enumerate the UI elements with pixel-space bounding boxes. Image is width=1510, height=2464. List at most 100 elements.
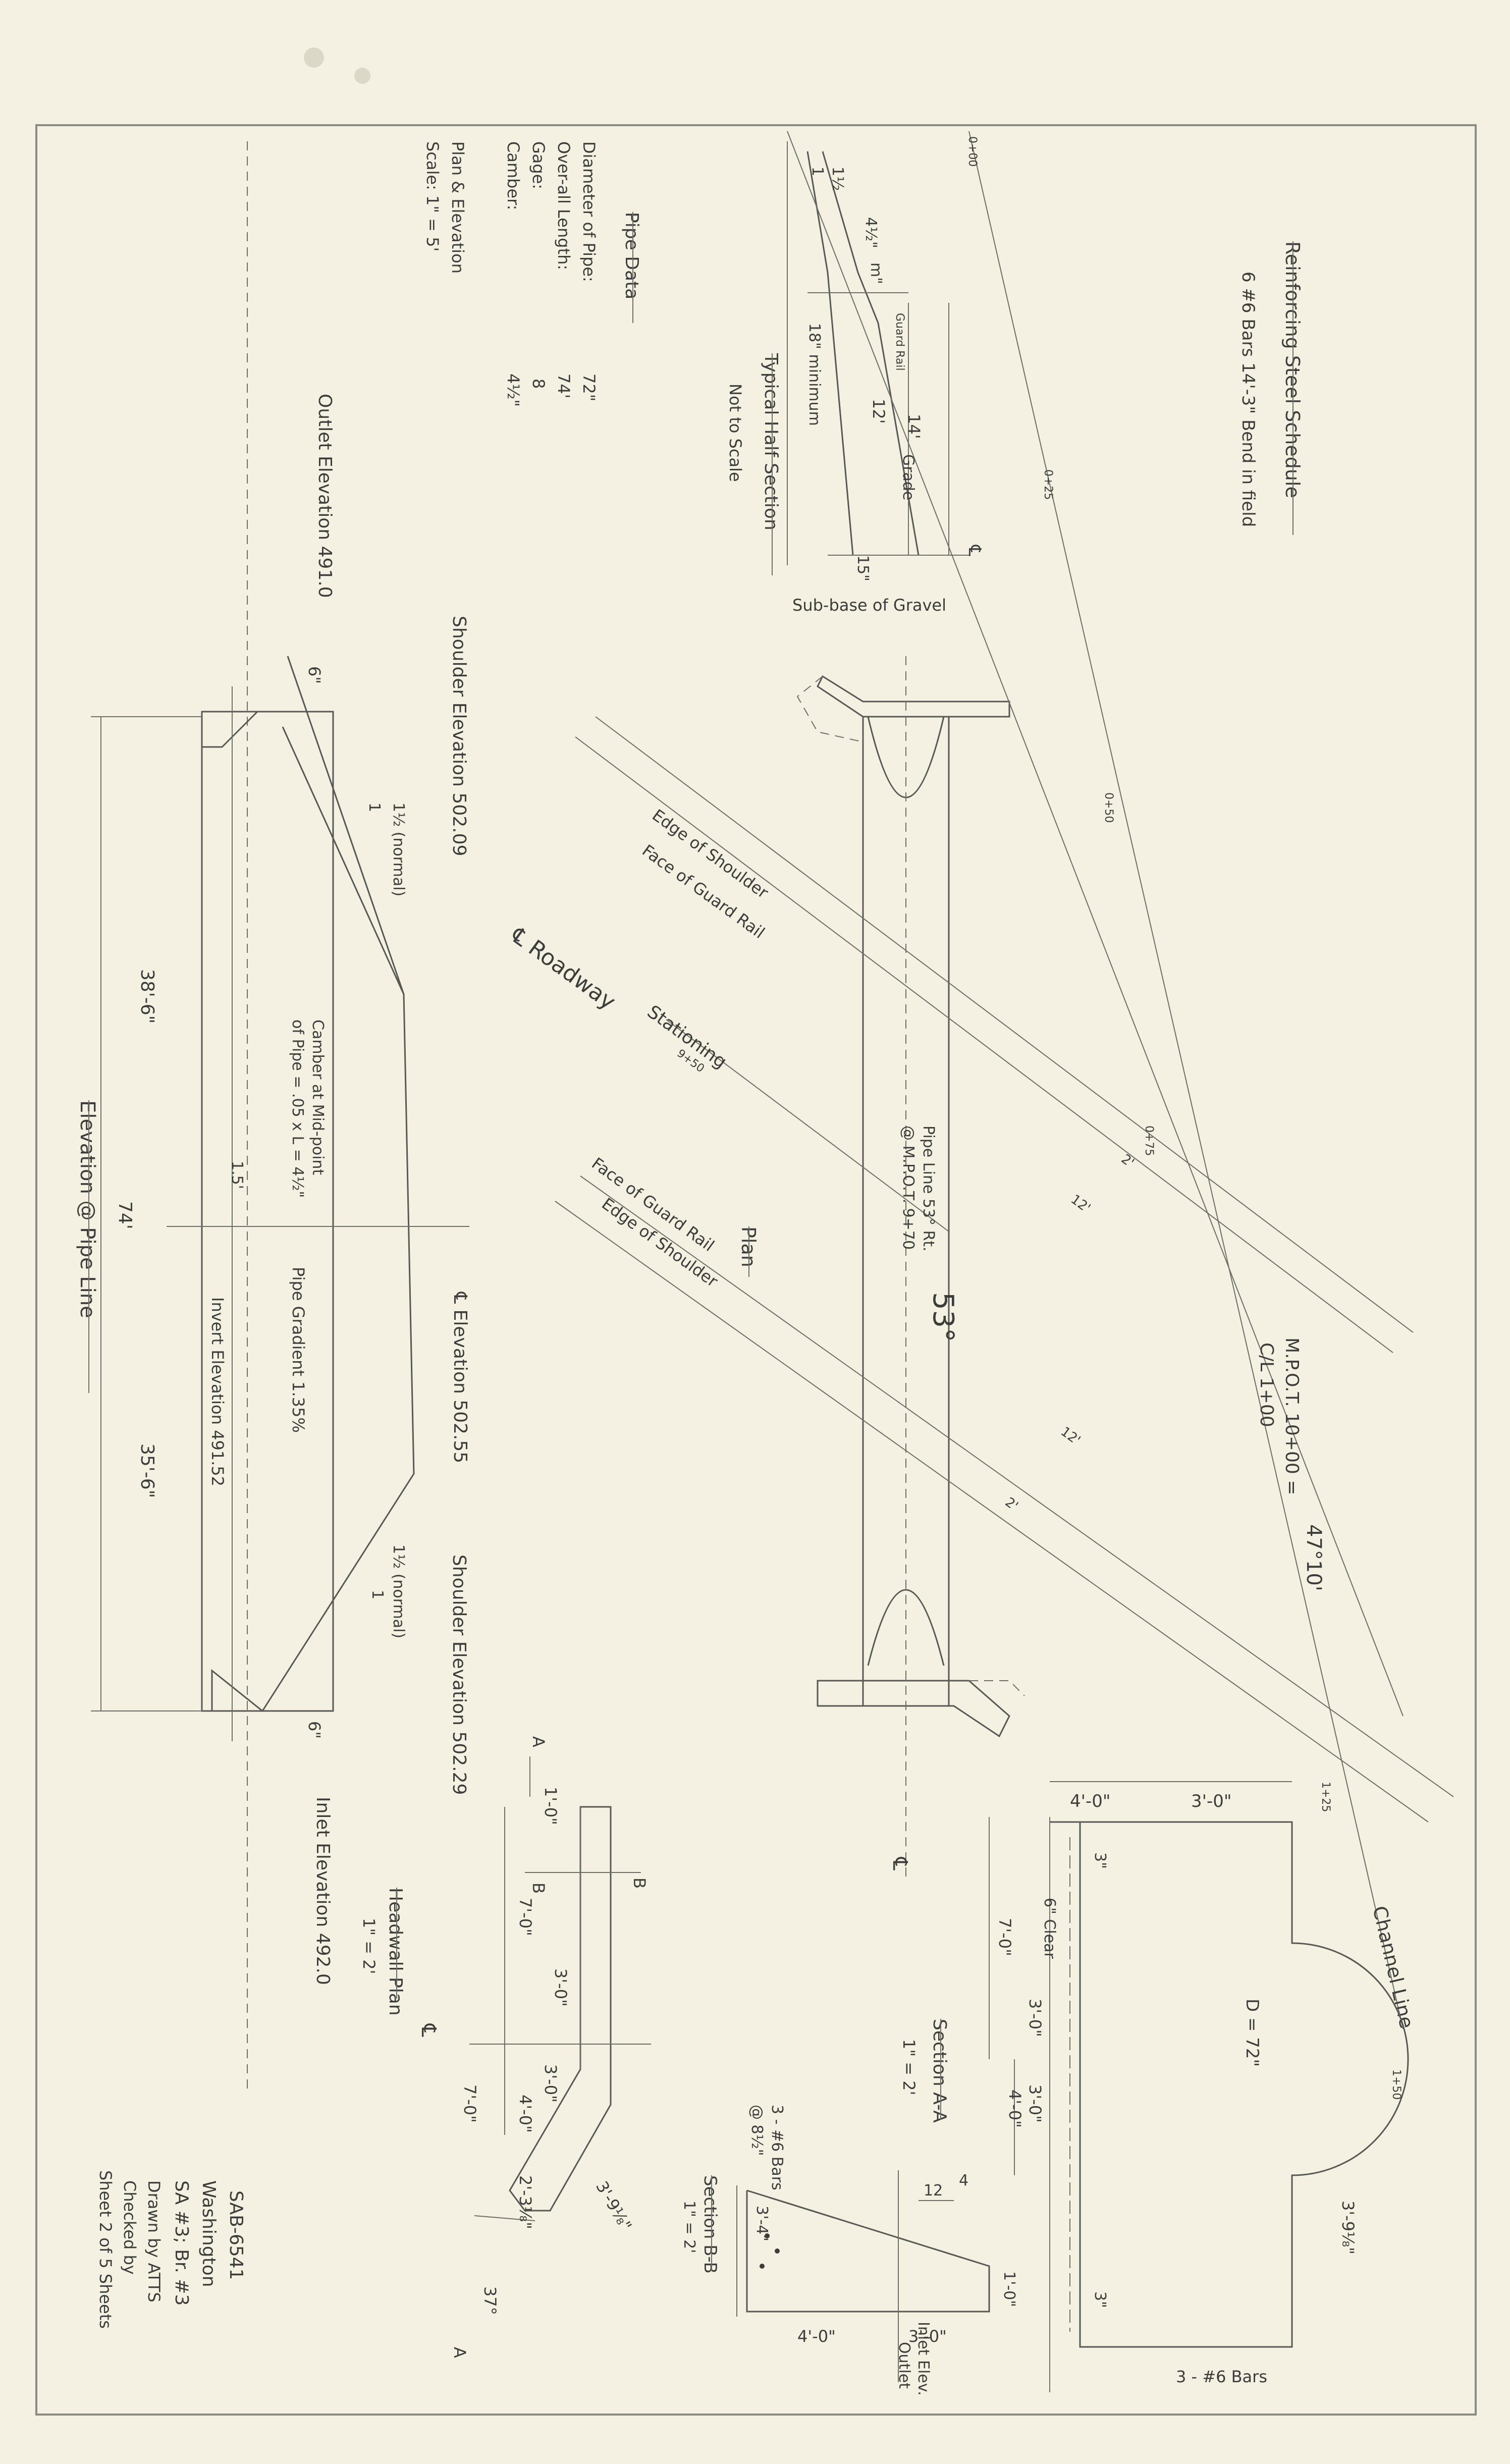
- pipe-inlet-end: [867, 1589, 945, 1666]
- length-value: 74': [554, 373, 573, 399]
- gage-label: Gage:: [529, 141, 548, 189]
- outlet-label: Outlet: [895, 2342, 913, 2389]
- dim-3-9-aa: 3'-9⅛": [1338, 2201, 1358, 2255]
- invert-elevation-label: Invert Elevation 491.52: [208, 1297, 227, 1486]
- sta-000-label: 0+00: [966, 136, 979, 167]
- typical-half-section: Typical Half Section Not to Scale 4½" 1 …: [726, 141, 985, 615]
- dim-3-0-a: 3'-0": [551, 1968, 570, 2007]
- dim-4-0-aa-vertical: 4'-0": [1005, 2090, 1024, 2128]
- length-label: Over-all Length:: [554, 141, 573, 270]
- dim-3-4: 3'-4": [753, 2206, 771, 2241]
- section-bb: 3 - #6 Bars @ 8½" 3'-4" 1'-0" 4'-0" 3'-0…: [680, 2105, 1018, 2396]
- guard-rail-slope: [822, 151, 920, 556]
- section-bb-scale: 1" = 2': [680, 2201, 698, 2253]
- camber-value: 4½": [504, 373, 523, 407]
- fill-slope: [806, 151, 854, 556]
- guard-rail-label: Guard Rail: [893, 313, 906, 371]
- dim-18-minimum: 18" minimum: [805, 323, 823, 426]
- plan-view: ℄ Edge of Shoulder Face of Guard Rail ℄ …: [506, 131, 1454, 2100]
- route-label: SA #3; Br. #3: [171, 2180, 192, 2306]
- diameter-label: D = 72": [1242, 1999, 1262, 2067]
- dim-6a: 6": [305, 666, 324, 684]
- sta-150-label: 1+50: [1390, 2069, 1403, 2100]
- dim-m: m": [867, 262, 885, 284]
- dim-1-0-bb: 1'-0": [1000, 2271, 1018, 2307]
- dim-38-6: 38'-6": [137, 969, 157, 1024]
- sheet-border: [35, 124, 1477, 2416]
- dim-2b: 2': [1002, 1494, 1021, 1514]
- dim-7-0-horizontal: 7'-0": [460, 2084, 479, 2123]
- dim-12b: 12': [1058, 1424, 1083, 1448]
- diameter-label: Diameter of Pipe:: [579, 141, 599, 282]
- roadway-stationing-arrow: [666, 1019, 949, 1232]
- drawing-number: SAB-6541: [226, 2190, 246, 2280]
- inlet-headwall-elevation: [211, 1669, 265, 1712]
- dim-12a: 12': [1068, 1192, 1093, 1216]
- half-section-title: Typical Half Section: [761, 353, 781, 530]
- punch-hole-1: [304, 47, 324, 68]
- clear-label: 6" Clear: [1041, 1898, 1058, 1959]
- outlet-headwall: [817, 675, 1010, 718]
- section-bb-outline: [746, 2189, 990, 2313]
- inlet-elevation-label: Inlet Elevation 492.0: [312, 1797, 333, 1985]
- checked-by-label: Checked by: [120, 2180, 139, 2275]
- slope-normal-1-label: 1½ (normal): [390, 802, 407, 896]
- half-section-subtitle: Not to Scale: [726, 384, 745, 482]
- dim-1: 1: [808, 167, 826, 176]
- angle-37: 37°: [480, 2286, 500, 2315]
- slope-2-label: 1: [368, 1590, 386, 1599]
- inlet-headwall: [817, 1680, 1010, 1738]
- edge-of-shoulder-top: [575, 736, 1393, 1353]
- slope-1-label: 1: [365, 802, 383, 812]
- angle-47-label: 47°10': [1302, 1524, 1325, 1591]
- cut-b-right: B: [630, 1878, 649, 1889]
- section-aa: 4'-0" 3'-0" 3" 6" Clear 7'-0" 3'-0" 3'-0…: [899, 1781, 1409, 2392]
- elevation-title: Elevation @ Pipe Line: [76, 1100, 99, 1318]
- face-of-guard-rail-bottom: [580, 1175, 1454, 1797]
- mpot-label-1: M.P.O.T. 10+00 =: [1281, 1337, 1302, 1495]
- elevation-view: Outlet Elevation 491.0 6" Shoulder Eleva…: [76, 141, 470, 2095]
- roadway-centerline: [787, 131, 1404, 1717]
- pipe-line-label-1: Pipe Line 53° Rt.: [920, 1126, 937, 1252]
- gage-value: 8: [529, 379, 548, 389]
- dim-1-0-headwall: 1'-0": [541, 1787, 560, 1825]
- dim-4-0-bb: 4'-0": [797, 2327, 836, 2346]
- dim-74: 74': [115, 1201, 135, 1229]
- punch-hole-2: [354, 68, 370, 84]
- shoulder-elevation-1-label: Shoulder Elevation 502.09: [449, 616, 469, 856]
- dim-7-0-aa: 7'-0": [995, 1918, 1014, 1956]
- face-of-guard-rail-top: [595, 716, 1414, 1333]
- dim-15: 15": [854, 555, 872, 581]
- dim-3-9-headwall: 3'-9⅛": [592, 2178, 635, 2234]
- shoulder-elevation-2-label: Shoulder Elevation 502.29: [449, 1555, 469, 1795]
- sta-050-label: 0+50: [1102, 792, 1115, 823]
- sheet-number: Sheet 2 of 5 Sheets: [96, 2170, 115, 2329]
- inlet-elev-label: Inlet Elev.: [914, 2322, 932, 2396]
- outlet-headwall-hidden: [796, 676, 864, 742]
- plan-elevation-label: Plan & Elevation: [448, 141, 467, 274]
- plan-elevation-scale: Scale: 1" = 5': [423, 141, 442, 251]
- bars-label: 3 - #6 Bars: [1176, 2367, 1267, 2386]
- fill-slope-profile-b: [282, 726, 405, 995]
- cl-elevation-label: ℄ Elevation 502.55: [450, 1292, 470, 1463]
- sta-125-label: 1+25: [1319, 1782, 1332, 1812]
- dim-3-0-aa-b: 3'-0": [1026, 2084, 1045, 2123]
- section-bb-title: Section B-B: [700, 2175, 720, 2274]
- cut-a-top: A: [529, 1736, 548, 1747]
- pipe-cl-label: ℄: [888, 1857, 911, 1870]
- section-aa-title: Section A-A: [929, 2019, 950, 2123]
- dim-3-0-aa-a: 3'-0": [1026, 1999, 1045, 2037]
- pipe-line-label-2: @ M.P.O.T. 9+70: [899, 1126, 917, 1250]
- reinforcing-steel-schedule: Reinforcing Steel Schedule 6 #6 Bars 14'…: [1238, 241, 1304, 535]
- dim-3-0-bb: 3'-0": [908, 2327, 947, 2346]
- pipe-data-title: Pipe Data: [621, 212, 642, 299]
- sub-base-label: Sub-base of Gravel: [792, 596, 946, 615]
- dim-3-0-aa: 3'-0": [1191, 1791, 1232, 1811]
- bars-bb-2: @ 8½": [748, 2105, 766, 2156]
- pipe-data-block: Pipe Data Diameter of Pipe: 72" Over-all…: [423, 141, 642, 407]
- sta-075-label: 0+75: [1143, 1126, 1155, 1156]
- schedule-row: 6 #6 Bars 14'-3" Bend in field: [1238, 272, 1258, 527]
- dim-3-0-b: 3'-0": [541, 2064, 560, 2103]
- dim-35-6: 35'-6": [137, 1443, 157, 1498]
